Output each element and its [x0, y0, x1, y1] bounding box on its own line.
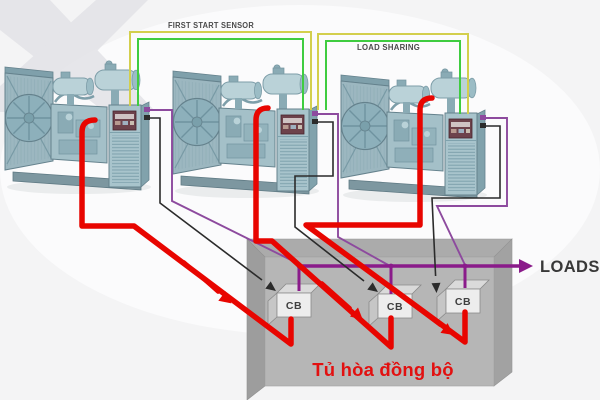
loads-label: LOADS — [540, 258, 600, 276]
gen1-sense-wire — [149, 109, 300, 265]
load-sharing-loop — [317, 33, 469, 114]
first-start-sensor-loop — [129, 31, 312, 110]
first-start-sensor-wire-yellow — [129, 31, 312, 110]
gen2-power-cable — [253, 105, 394, 350]
first-start-sensor-wire-green — [137, 38, 304, 110]
breaker-cb2-label: CB — [387, 301, 403, 313]
synchronization-panel: Tủ hòa đồng bộ — [246, 238, 513, 400]
first-start-sensor-label: FIRST START SENSOR — [168, 20, 254, 30]
breaker-cb1-label: CB — [286, 300, 302, 312]
generator-sense-wires — [149, 109, 508, 267]
breaker-signal-wires — [149, 117, 501, 282]
sense-wire-terminals — [144, 107, 486, 120]
panel-caption: Tủ hòa đồng bộ — [312, 359, 454, 380]
gen2-sense-wire — [317, 113, 391, 267]
breaker-cb3: CB — [436, 279, 490, 322]
gen3-power-cable — [303, 95, 468, 345]
gen1-signal-wire — [149, 117, 263, 281]
gen3-signal-wire — [431, 125, 501, 277]
gen3-sense-wire — [435, 117, 508, 266]
load-sharing-wire-green — [325, 40, 461, 114]
signal-wire-heads — [144, 115, 486, 296]
gen2-signal-wire — [294, 121, 365, 282]
load-sharing-wire-yellow — [317, 33, 469, 114]
power-flow-arrows — [182, 260, 458, 340]
power-cables — [79, 95, 468, 350]
panel-right-face — [493, 238, 513, 387]
breaker-cb3-label: CB — [455, 296, 471, 308]
load-sharing-label: LOAD SHARING — [357, 42, 420, 52]
gen1-power-cable — [79, 117, 294, 347]
